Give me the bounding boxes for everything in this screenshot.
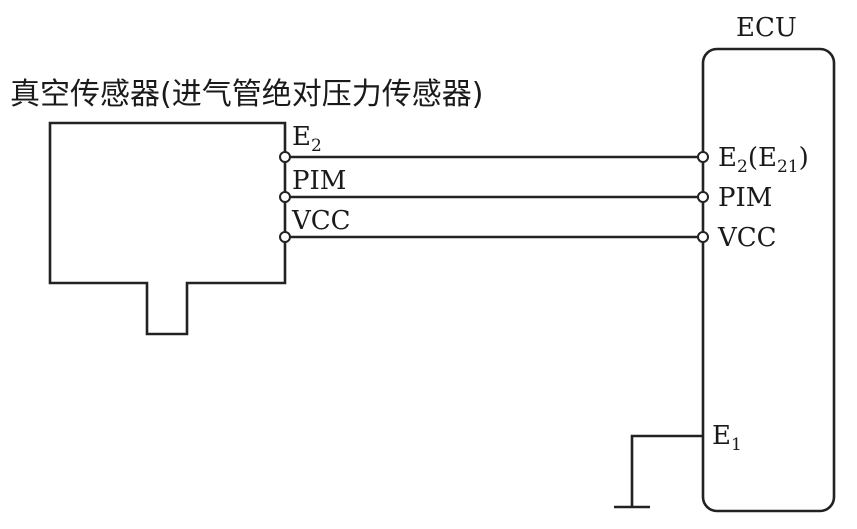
wire-e1-ground	[630, 434, 703, 507]
sensor-terminal-vcc	[279, 231, 291, 243]
sensor-title: 真空传感器(进气管绝对压力传感器)	[10, 77, 483, 112]
ecu-title: ECU	[736, 13, 797, 43]
sensor-terminal-e2	[279, 151, 291, 163]
ecu-terminal-e2	[697, 151, 709, 163]
sensor-pin-pim-label: PIM	[292, 166, 346, 196]
ecu-terminal-pim	[697, 191, 709, 203]
ecu-pin-e1-label: E1	[712, 421, 742, 455]
ecu-pin-vcc-label: VCC	[717, 223, 777, 253]
ecu-terminal-vcc	[697, 231, 709, 243]
sensor-pin-e2-label: E2	[292, 122, 322, 156]
sensor-pin-vcc-label: VCC	[291, 206, 351, 236]
ecu-box	[701, 47, 836, 513]
vacuum-sensor-body	[48, 121, 287, 336]
ecu-pin-pim-label: PIM	[718, 183, 772, 213]
ecu-pin-e2-label: E2(E21)	[718, 143, 809, 177]
sensor-terminal-pim	[279, 191, 291, 203]
